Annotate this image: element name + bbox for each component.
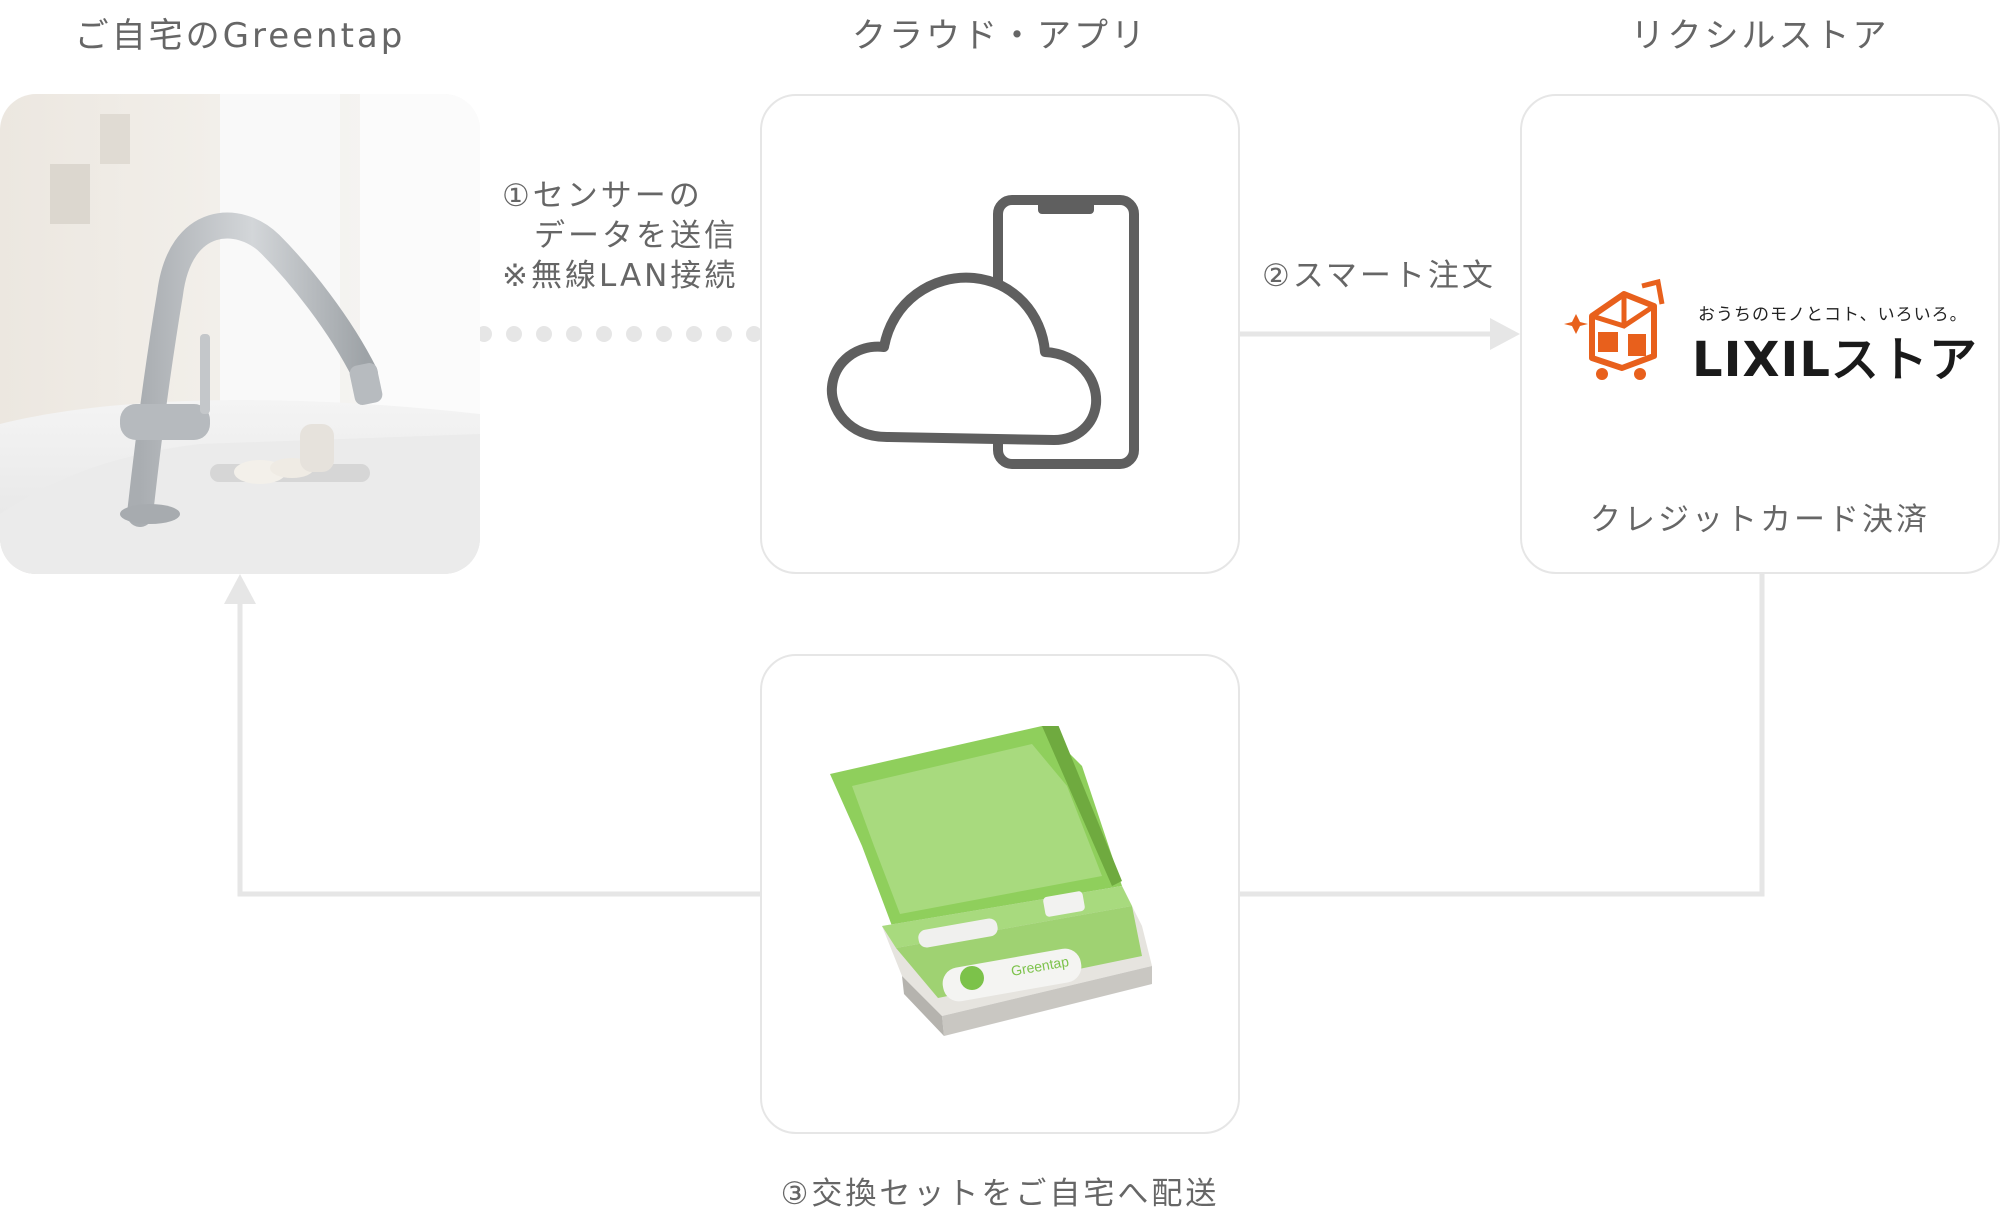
column-title-cloud: クラウド・アプリ xyxy=(852,16,1148,56)
home-greentap-photo xyxy=(0,94,480,574)
cloud-icon xyxy=(826,272,1102,445)
column-title-home: ご自宅のGreentap xyxy=(74,16,406,56)
arrow-up-icon xyxy=(224,574,256,604)
step3-caption: ③交換セットをご自宅へ配送 xyxy=(780,1176,1220,1212)
step1-caption-line2: データを送信 xyxy=(534,218,738,254)
dotted-connector xyxy=(476,326,762,342)
lixil-store-card: おうちのモノとコト、いろいろ。 LIXILストア クレジットカード決済 xyxy=(1520,94,2000,574)
lixil-store-logo-icon xyxy=(1564,278,1665,380)
replacement-set-box-illustration: Greentap xyxy=(830,726,1152,1036)
replacement-set-card: Greentap xyxy=(760,654,1240,1134)
payment-label: クレジットカード決済 xyxy=(1590,502,1930,538)
cloud-phone-illustration xyxy=(826,195,1139,469)
logo-name: LIXILストア xyxy=(1692,332,1978,388)
step2-caption: ②スマート注文 xyxy=(1262,258,1496,294)
step1-caption-line1: ①センサーの xyxy=(502,178,703,214)
arrow-right-icon xyxy=(1490,318,1520,350)
column-title-store: リクシルストア xyxy=(1630,16,1890,56)
cloud-app-card xyxy=(760,94,1240,574)
logo-tagline: おうちのモノとコト、いろいろ。 xyxy=(1698,305,1968,325)
step1-caption-line3: ※無線LAN接続 xyxy=(502,258,739,294)
